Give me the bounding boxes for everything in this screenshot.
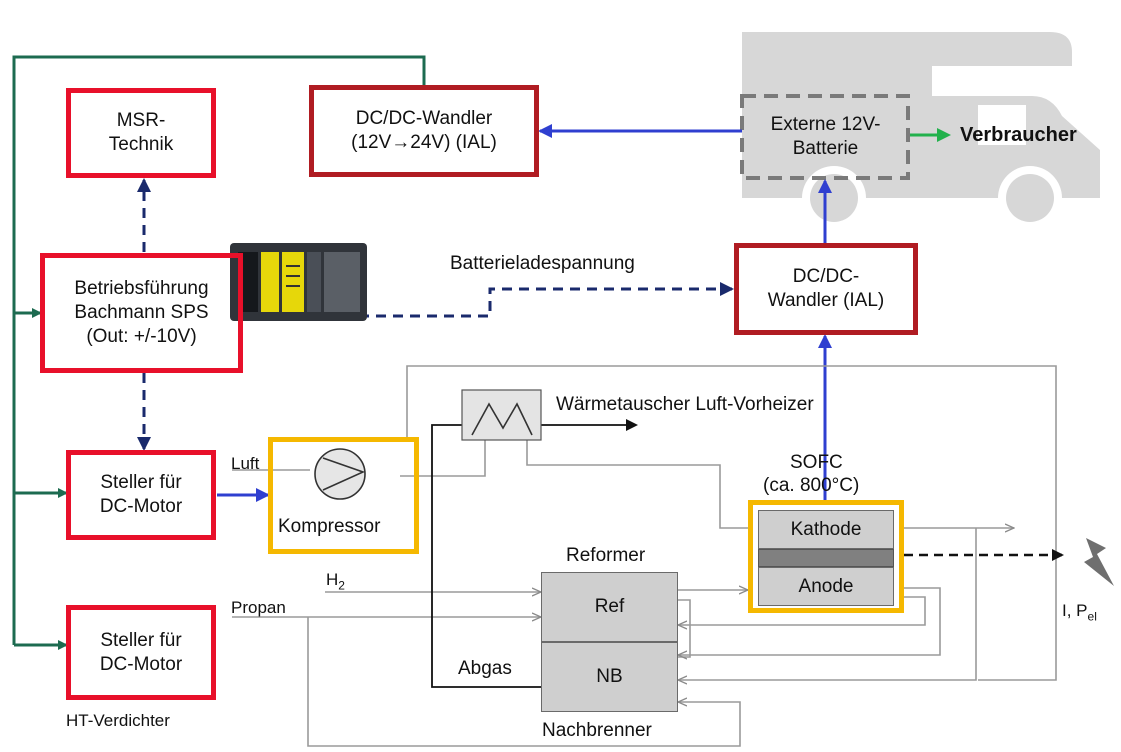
heat-exchanger-icon [461, 389, 542, 441]
consumer-label: Verbraucher [960, 124, 1077, 146]
dcdc-converter-mid: DC/DC- Wandler (IAL) [734, 243, 918, 335]
afterburner-box: NB [541, 642, 678, 712]
motor-controller-2: Steller für DC-Motor [66, 605, 216, 700]
msr-line-2: Technik [108, 134, 174, 155]
compressor-box [268, 437, 419, 554]
anode-label: Anode [798, 575, 854, 597]
nb-label: NB [596, 666, 623, 687]
dcdc-top-line-1: DC/DC-Wandler [355, 108, 493, 129]
battery-voltage-label: Batterieladespannung [450, 253, 635, 274]
control-line-1: Betriebsführung [74, 278, 209, 299]
motor2-line-2: DC-Motor [99, 653, 183, 675]
ht-compressor-label: HT-Verdichter [66, 711, 170, 730]
compressor-label: Kompressor [278, 516, 381, 537]
ref-label: Ref [594, 596, 625, 617]
lightning-bolt-icon [1084, 538, 1114, 586]
cathode-box: Kathode [758, 510, 894, 549]
reformer-box: Ref [541, 572, 678, 642]
heat-exchanger-label: Wärmetauscher Luft-Vorheizer [556, 394, 814, 415]
anode-box: Anode [758, 567, 894, 606]
afterburner-label: Nachbrenner [542, 720, 652, 741]
plc-module-icon [230, 243, 367, 321]
msr-technik-box: MSR- Technik [66, 88, 216, 178]
battery-line-2: Batterie [792, 138, 859, 159]
compressor-fan-icon [314, 448, 366, 500]
cathode-label: Kathode [790, 518, 862, 540]
dcdc-top-line-2: (12V→24V) (IAL) [351, 132, 497, 153]
h2-sub: 2 [338, 578, 345, 593]
dcdc-mid-line-2: Wandler (IAL) [767, 290, 885, 311]
current-power-base: I, P [1062, 601, 1088, 620]
motor2-line-1: Steller für [100, 629, 182, 651]
control-line-2: Bachmann SPS [74, 302, 209, 323]
sofc-label-2: (ca. 800°C) [763, 475, 860, 496]
camper-van-icon [742, 32, 1100, 222]
sofc-label-1: SOFC [790, 452, 843, 473]
exhaust-label: Abgas [458, 658, 512, 679]
reformer-label: Reformer [566, 545, 646, 566]
control-unit-box: Betriebsführung Bachmann SPS (Out: +/-10… [40, 253, 243, 373]
dcdc-converter-top: DC/DC-Wandler (12V→24V) (IAL) [309, 85, 539, 177]
battery-frame [740, 94, 910, 180]
motor-controller-1: Steller für DC-Motor [66, 450, 216, 540]
propane-label: Propan [231, 598, 286, 617]
motor1-line-1: Steller für [100, 472, 182, 493]
control-line-3: (Out: +/-10V) [86, 326, 197, 347]
msr-line-1: MSR- [116, 110, 166, 131]
current-power-label: I, Pel [1062, 600, 1097, 627]
battery-line-1: Externe 12V- [770, 114, 881, 135]
h2-base: H [326, 570, 339, 589]
electrolyte-layer [758, 549, 894, 567]
battery-box: Externe 12V- Batterie [748, 102, 903, 172]
motor1-line-2: DC-Motor [99, 496, 183, 517]
sofc-stack-box: Kathode Anode [748, 500, 904, 613]
h2-label: H2 [326, 569, 345, 596]
current-power-sub: el [1087, 609, 1097, 624]
dcdc-mid-line-1: DC/DC- [792, 266, 860, 287]
air-label: Luft [231, 454, 260, 473]
